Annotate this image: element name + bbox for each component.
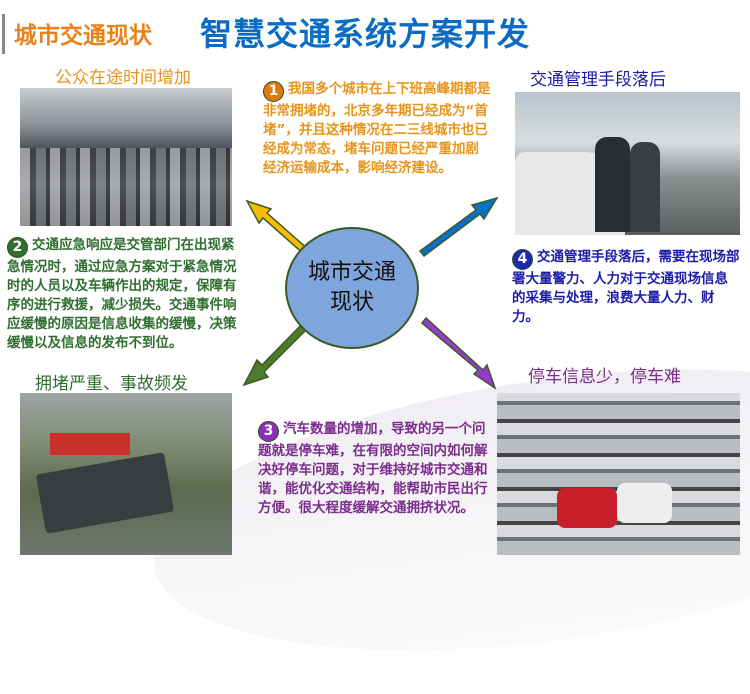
center-line-2: 现状: [329, 290, 374, 315]
point-2-body: 交通应急响应是交管部门在出现紧急情况时，通过应急方案对于紧急情况时的人员以及车辆…: [7, 237, 237, 351]
main-title: 智慧交通系统方案开发: [200, 15, 531, 53]
number-badge-1: 1: [263, 81, 284, 102]
title-divider: [2, 14, 5, 54]
traffic-jam-photo: [20, 88, 232, 226]
parking-lot-photo: [497, 393, 740, 555]
arrow-down-left: [242, 318, 311, 387]
number-badge-4: 4: [512, 249, 533, 270]
traffic-police-photo: [515, 92, 740, 235]
section-title: 城市交通现状: [14, 23, 152, 49]
center-line-1: 城市交通: [307, 260, 396, 285]
heading-congestion: 拥堵严重、事故频发: [35, 374, 188, 394]
accident-photo: [20, 393, 232, 555]
arrow-up-right: [418, 196, 499, 258]
point-3-body: 汽车数量的增加，导致的另一个问题就是停车难，在有限的空间内如何解决好停车问题，对…: [258, 421, 488, 516]
number-badge-3: 3: [258, 421, 279, 442]
heading-travel-time: 公众在途时间增加: [55, 68, 191, 88]
point-1-body: 我国多个城市在上下班高峰期都是非常拥堵的，北京多年期已经成为“首堵”，并且这种情…: [263, 81, 491, 176]
point-4-body: 交通管理手段落后，需要在现场部署大量警力、人力对于交通现场信息的采集与处理，浪费…: [512, 249, 740, 325]
heading-parking: 停车信息少，停车难: [528, 367, 681, 387]
center-topic-circle: 城市交通现状: [285, 227, 419, 349]
number-badge-2: 2: [7, 237, 28, 258]
arrows-diagram: [242, 196, 499, 390]
heading-management: 交通管理手段落后: [530, 70, 666, 90]
arrow-down-right: [420, 316, 497, 390]
